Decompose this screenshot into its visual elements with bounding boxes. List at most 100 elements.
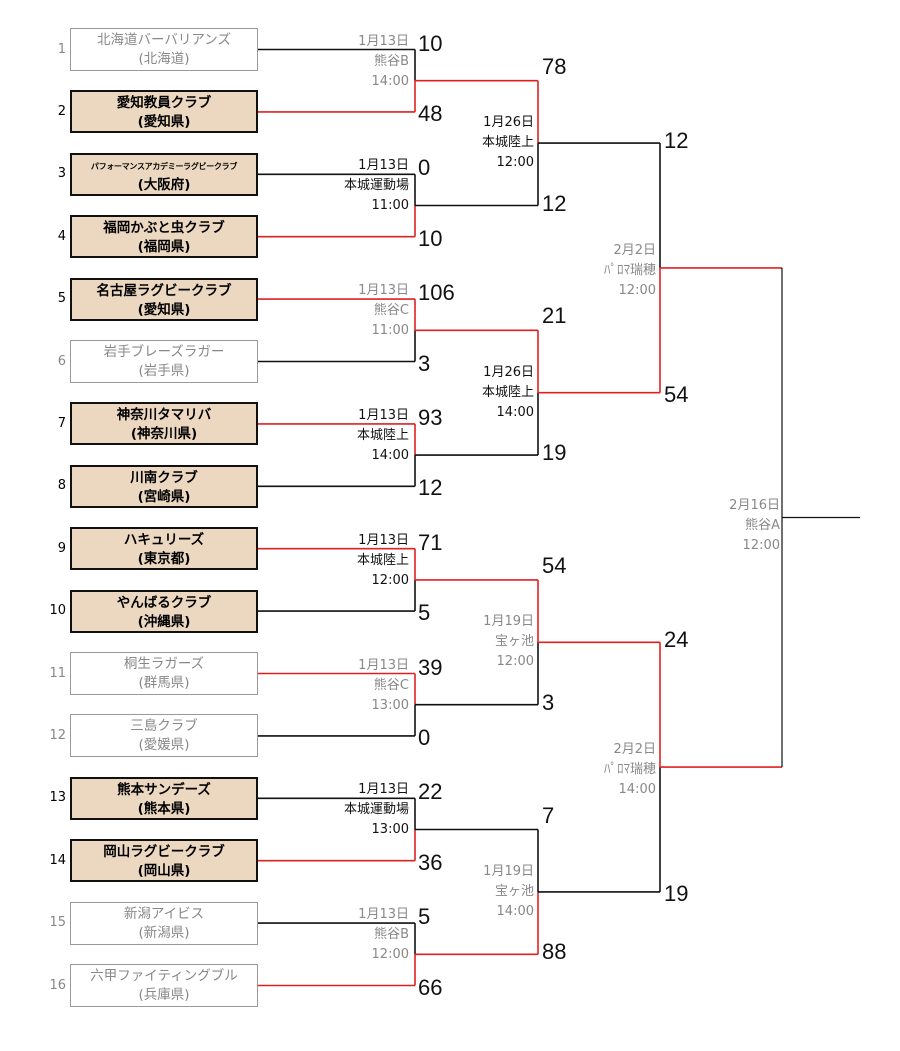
team-box: 福岡かぶと虫クラブ (福岡県): [70, 215, 258, 259]
match-time: 14:00: [496, 903, 534, 919]
score-label: 54: [542, 552, 567, 578]
team-prefecture: (岩手県): [138, 363, 190, 379]
match-time: 12:00: [618, 282, 656, 298]
score-label: 3: [542, 689, 555, 715]
team-prefecture: (兵庫県): [138, 987, 190, 1003]
match-time: 14:00: [496, 404, 534, 420]
score-label: 19: [542, 440, 567, 466]
score-label: 24: [664, 627, 689, 653]
seed-number: 13: [49, 790, 66, 806]
team-box: 熊本サンデーズ(熊本県): [70, 776, 258, 820]
team-prefecture: (福岡県): [137, 239, 191, 256]
score-label: 93: [418, 404, 443, 430]
match-venue: ﾊﾟﾛﾏ瑞穂: [603, 262, 656, 278]
score-label: 12: [418, 475, 443, 501]
seed-number: 11: [49, 665, 66, 681]
match-time: 11:00: [371, 323, 409, 339]
score-label: 88: [542, 939, 567, 965]
match-time: 11:00: [371, 198, 409, 214]
score-label: 71: [418, 529, 443, 555]
match-info: 1月13日熊谷C 13:00: [358, 656, 409, 716]
match-date: 1月19日: [483, 614, 534, 630]
seed-number: 15: [49, 915, 66, 931]
score-label: 48: [418, 100, 443, 126]
seed-number: 12: [49, 727, 66, 743]
match-venue: 宝ヶ池: [494, 634, 534, 650]
team-name: ハキュリーズ: [123, 532, 205, 549]
match-date: 1月13日: [358, 283, 409, 299]
seed-number: 4: [57, 228, 66, 244]
score-label: 12: [542, 190, 567, 216]
match-date: 1月26日: [483, 115, 534, 131]
score-label: 22: [418, 779, 443, 805]
score-label: 0: [418, 724, 431, 750]
match-venue: 本城陸上: [356, 427, 409, 443]
team-name: 川南クラブ: [130, 469, 198, 486]
match-time: 12:00: [371, 947, 409, 963]
seed-number: 9: [57, 540, 66, 556]
match-time: 12:00: [496, 155, 534, 171]
match-date: 1月13日: [358, 907, 409, 923]
team-name: 名古屋ラグビークラブ: [96, 282, 232, 299]
seed-number: 6: [57, 353, 66, 369]
seed-number: 2: [57, 103, 66, 119]
team-prefecture: (宮崎県): [137, 488, 191, 505]
score-label: 19: [664, 880, 689, 906]
match-venue: 宝ヶ池: [494, 883, 534, 899]
team-name: 北海道バーバリアンズ: [96, 32, 232, 48]
team-name: 神奈川タマリバ: [116, 407, 212, 424]
match-venue: 本城運動場: [343, 802, 409, 818]
team-prefecture: (神奈川県): [130, 426, 198, 443]
seed-number: 8: [57, 478, 66, 494]
match-date: 2月2日: [613, 242, 656, 258]
score-label: 5: [418, 600, 431, 626]
score-label: 5: [418, 904, 431, 930]
score-label: 54: [664, 381, 689, 407]
team-name: 岡山ラグビークラブ: [103, 844, 225, 861]
team-box: 神奈川タマリバ (神奈川県): [70, 402, 258, 446]
match-time: 14:00: [618, 782, 656, 798]
team-name: 愛知教員クラブ: [116, 95, 212, 112]
team-box: 新潟アイビス(新潟県): [70, 901, 258, 945]
match-time: 14:00: [371, 447, 409, 463]
match-date: 1月13日: [358, 657, 409, 673]
score-label: 3: [418, 350, 431, 376]
score-label: 106: [418, 280, 455, 306]
team-box: 北海道バーバリアンズ (北海道): [70, 28, 258, 71]
match-date: 1月13日: [358, 532, 409, 548]
match-venue: 熊谷C: [373, 677, 409, 693]
seed-number: 10: [49, 603, 66, 619]
team-prefecture: (愛媛県): [138, 737, 190, 754]
match-venue: ﾊﾟﾛﾏ瑞穂: [603, 762, 656, 778]
team-box: ハキュリーズ (東京都): [70, 527, 258, 571]
team-prefecture: (愛知県): [137, 114, 191, 131]
match-time: 13:00: [371, 697, 409, 713]
team-name: パフォーマンスアカデミーラグビークラブ: [90, 161, 238, 171]
match-info: 2月2日 ﾊﾟﾛﾏ瑞穂 12:00: [604, 241, 656, 301]
score-label: 39: [418, 654, 443, 680]
team-prefecture: (北海道): [138, 51, 190, 67]
team-box: やんばるクラブ(沖縄県): [70, 589, 258, 633]
team-prefecture: (大阪府): [137, 176, 191, 193]
match-venue: 熊谷B: [374, 927, 409, 943]
team-prefecture: (東京都): [137, 551, 191, 568]
score-label: 21: [542, 303, 567, 329]
team-box: 岡山ラグビークラブ(岡山県): [70, 839, 258, 883]
match-date: 2月16日: [729, 497, 780, 513]
match-date: 1月13日: [358, 158, 409, 174]
team-prefecture: (群馬県): [138, 675, 190, 691]
match-date: 1月13日: [358, 782, 409, 798]
team-name: 福岡かぶと虫クラブ: [103, 220, 225, 237]
match-date: 2月2日: [613, 742, 656, 758]
team-name: 岩手ブレーズラガー: [103, 344, 225, 360]
